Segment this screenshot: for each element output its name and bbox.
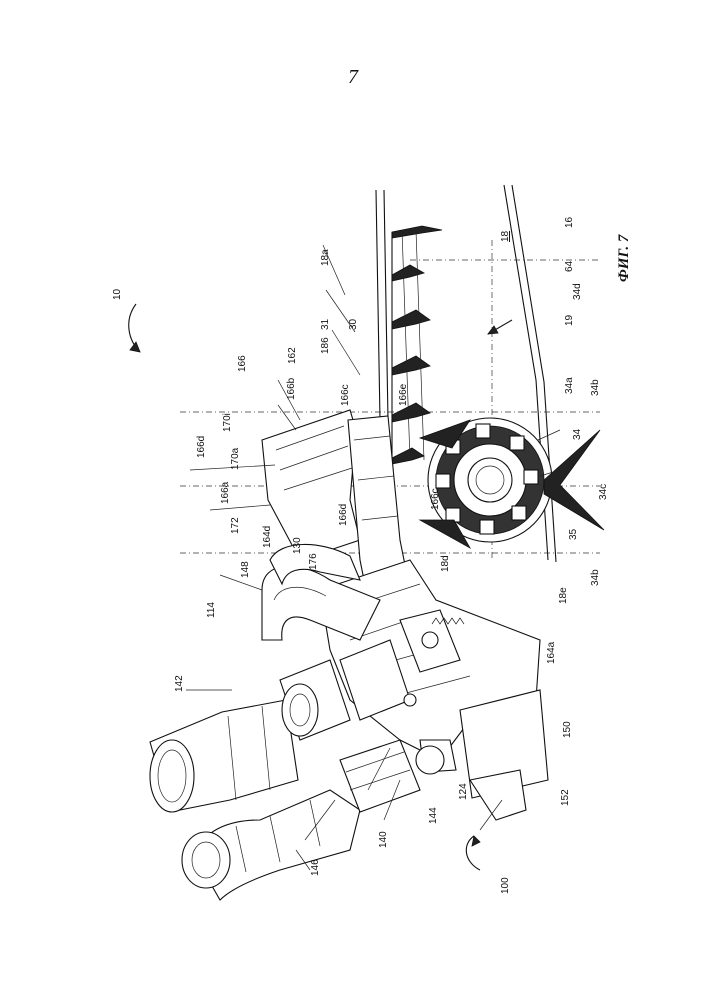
label-64: 64 <box>564 260 575 272</box>
label-176: 176 <box>308 553 319 570</box>
label-166b: 166b <box>286 377 297 400</box>
label-144: 144 <box>428 807 439 824</box>
label-34d: 34d <box>572 283 583 300</box>
label-150: 150 <box>562 721 573 738</box>
label-18d: 18d <box>440 555 451 572</box>
label-142: 142 <box>174 675 185 692</box>
reference-arrow-19 <box>488 320 512 334</box>
label-166c: 166c <box>340 384 351 406</box>
label-152: 152 <box>560 789 571 806</box>
label-170a: 170a <box>230 447 241 470</box>
reference-arrow-100 <box>466 836 480 870</box>
label-146: 146 <box>310 859 321 876</box>
label-35: 35 <box>568 528 579 540</box>
reference-arrow-10 <box>129 304 140 352</box>
label-170i: 170i <box>222 413 233 432</box>
auger-flighting <box>392 226 442 464</box>
figure-caption: ФИГ. 7 <box>616 234 632 282</box>
label-166c-lower: 166c <box>430 488 441 510</box>
label-31: 31 <box>320 318 331 330</box>
label-34c: 34c <box>598 484 609 500</box>
label-130: 130 <box>292 537 303 554</box>
label-166: 166 <box>237 355 248 372</box>
label-164d: 164d <box>262 526 273 548</box>
label-16: 16 <box>564 216 575 228</box>
label-34a: 34a <box>564 377 575 394</box>
label-114: 114 <box>206 602 217 618</box>
label-164a: 164a <box>546 641 557 664</box>
label-34: 34 <box>572 428 583 440</box>
label-18: 18 <box>500 230 511 242</box>
label-166d: 166d <box>196 436 207 458</box>
label-172: 172 <box>230 517 241 534</box>
label-18e: 18e <box>558 587 569 604</box>
label-148: 148 <box>240 561 251 578</box>
label-186: 186 <box>320 337 331 354</box>
label-34b-lower: 34b <box>590 569 601 586</box>
label-10: 10 <box>112 288 123 300</box>
label-166a: 166a <box>220 481 231 504</box>
label-140: 140 <box>378 831 389 848</box>
label-19: 19 <box>564 314 575 326</box>
label-100: 100 <box>500 877 511 894</box>
hose-assembly <box>150 544 548 900</box>
label-30: 30 <box>348 318 359 330</box>
label-166e: 166e <box>398 383 409 406</box>
label-162: 162 <box>287 347 298 364</box>
label-124: 124 <box>458 783 469 800</box>
label-34b: 34b <box>590 379 601 396</box>
label-18a: 18a <box>320 249 331 266</box>
label-166d-lower: 166d <box>338 504 349 526</box>
